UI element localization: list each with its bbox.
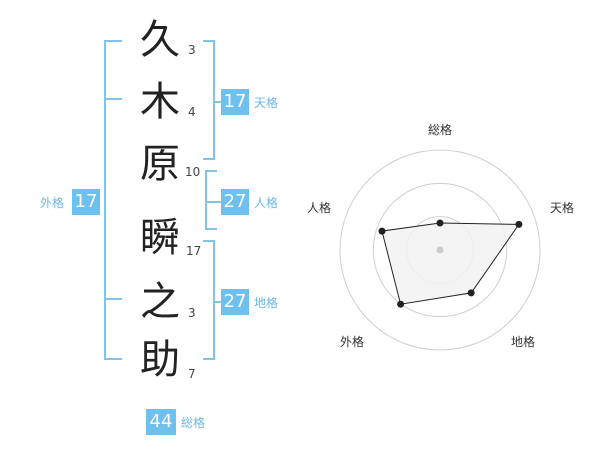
tenkaku-bracket-bottom [203,158,215,160]
stroke-count-1: 3 [188,43,196,57]
jinkaku-label: 人格 [254,196,279,210]
soukaku-value-badge: 44 [146,409,176,435]
outer-bracket-top [104,40,122,42]
gaikaku-value-badge: 17 [72,189,100,215]
chikaku-connector [213,301,221,303]
chikaku-value-badge: 27 [221,289,249,315]
stroke-count-6: 7 [188,367,196,381]
tenkaku-bracket-vertical [213,40,215,160]
outer-bracket-vertical [104,40,106,360]
radar-ring-3 [339,149,541,351]
jinkaku-bracket-bottom [205,228,217,230]
radar-axis-label-soukaku: 総格 [428,123,453,137]
radar-series-polygon [381,222,520,305]
chikaku-bracket-bottom [203,358,215,360]
gaikaku-label: 外格 [40,196,65,210]
radar-point-4 [397,300,405,308]
chikaku-label: 地格 [254,296,279,310]
radar-point-2 [515,220,523,228]
tenkaku-connector [213,101,221,103]
radar-axis-label-gaikaku: 外格 [340,335,365,349]
kanji-1: 久 [140,17,180,63]
stroke-count-2: 4 [188,105,196,119]
radar-point-5 [378,227,386,235]
tenkaku-label: 天格 [254,96,279,110]
chikaku-bracket-vertical [213,240,215,360]
radar-axis-label-tenkaku: 天格 [550,201,575,215]
chikaku-bracket-top [203,240,215,242]
radar-point-1 [436,219,444,227]
radar-center-dot [436,246,444,254]
kanji-6: 助 [140,337,180,383]
jinkaku-connector [207,201,221,203]
stroke-count-3: 10 [185,165,201,179]
soukaku-label: 総格 [181,416,206,430]
stroke-count-4: 17 [186,244,202,258]
radar-axis-label-jinkaku: 人格 [307,201,332,215]
kanji-3: 原 [140,141,180,187]
outer-bracket-upper-tick [104,98,122,100]
radar-point-3 [467,289,475,297]
jinkaku-bracket-top [205,170,217,172]
kanji-4: 瞬 [140,215,180,261]
kanji-2: 木 [140,79,180,125]
radar-ring-2 [372,182,508,318]
tenkaku-bracket-top [203,40,215,42]
outer-bracket-bottom [104,358,122,360]
radar-axis-label-chikaku: 地格 [511,335,536,349]
jinkaku-value-badge: 27 [221,189,249,215]
kanji-5: 之 [140,279,180,325]
stroke-count-5: 3 [188,306,196,320]
jinkaku-bracket-vertical [205,170,207,230]
outer-bracket-lower-tick [104,298,122,300]
tenkaku-value-badge: 17 [221,89,249,115]
